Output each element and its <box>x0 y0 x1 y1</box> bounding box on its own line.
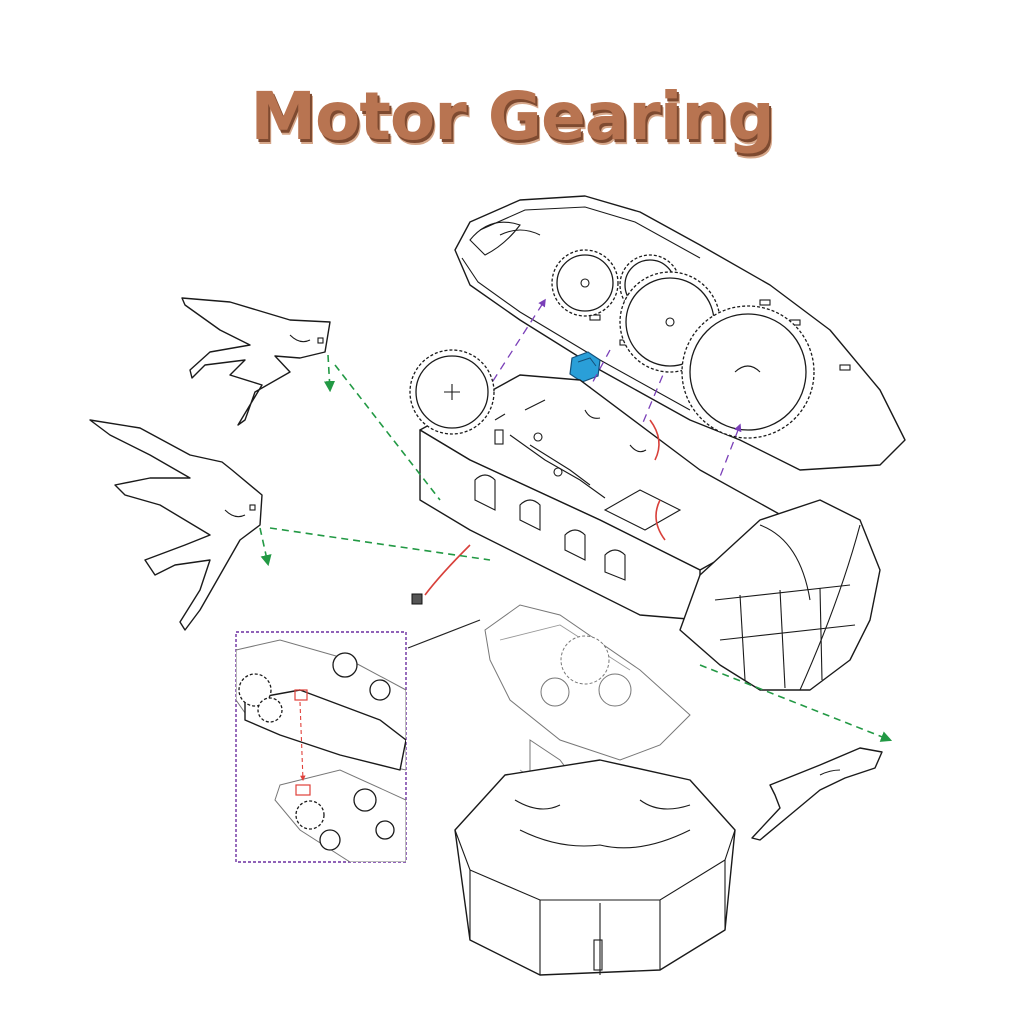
inset-leader-line <box>407 619 481 649</box>
chassis-gear <box>409 349 495 435</box>
detail-inset <box>235 631 407 863</box>
right-cage <box>679 499 881 691</box>
left-wing-lower <box>89 419 263 631</box>
left-wing-upper <box>181 297 331 426</box>
green-guide-lines <box>259 354 893 742</box>
main-chassis <box>419 374 791 621</box>
plate-gear-large <box>681 305 815 439</box>
plate-gear-small <box>551 249 619 317</box>
page-title: Motor Gearing <box>250 78 774 155</box>
right-wing <box>751 747 883 841</box>
blue-motor <box>569 351 601 383</box>
display-base <box>454 759 736 976</box>
